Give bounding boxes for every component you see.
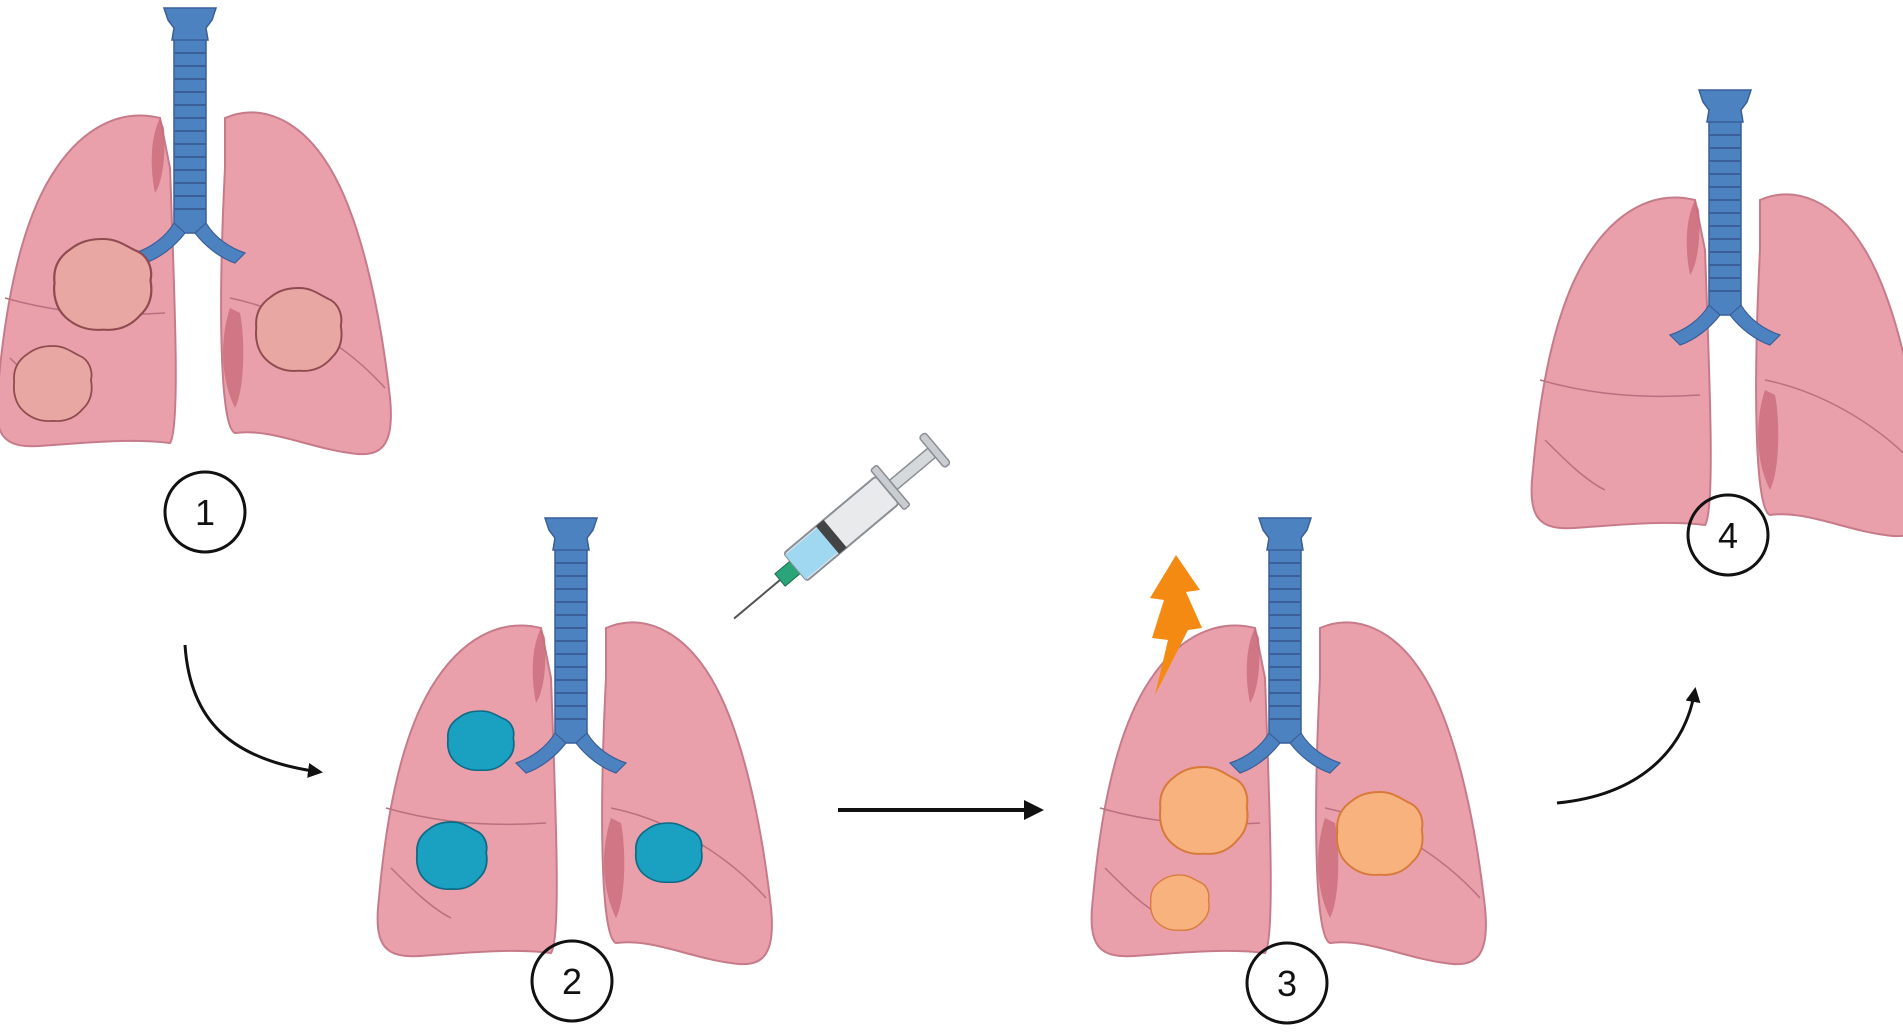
syringe-icon: [733, 432, 951, 620]
step-2-marker: 2: [530, 939, 614, 1023]
step-2-label: 2: [562, 961, 582, 1002]
step-3-marker: 3: [1245, 941, 1329, 1025]
step-4-label: 4: [1718, 515, 1738, 556]
lightning-icon: [1150, 555, 1202, 695]
step-3-label: 3: [1277, 963, 1297, 1004]
arrow-1-to-2: [183, 644, 323, 778]
step-1-label: 1: [195, 492, 215, 533]
step-3-lungs: [1090, 517, 1487, 966]
step-1-marker: 1: [163, 470, 247, 554]
step-1-lungs: [0, 7, 392, 456]
step-4-lungs: [1530, 89, 1903, 538]
arrow-3-to-4: [1556, 687, 1701, 805]
step-2-lungs: [376, 517, 773, 966]
step-4-marker: 4: [1686, 493, 1770, 577]
